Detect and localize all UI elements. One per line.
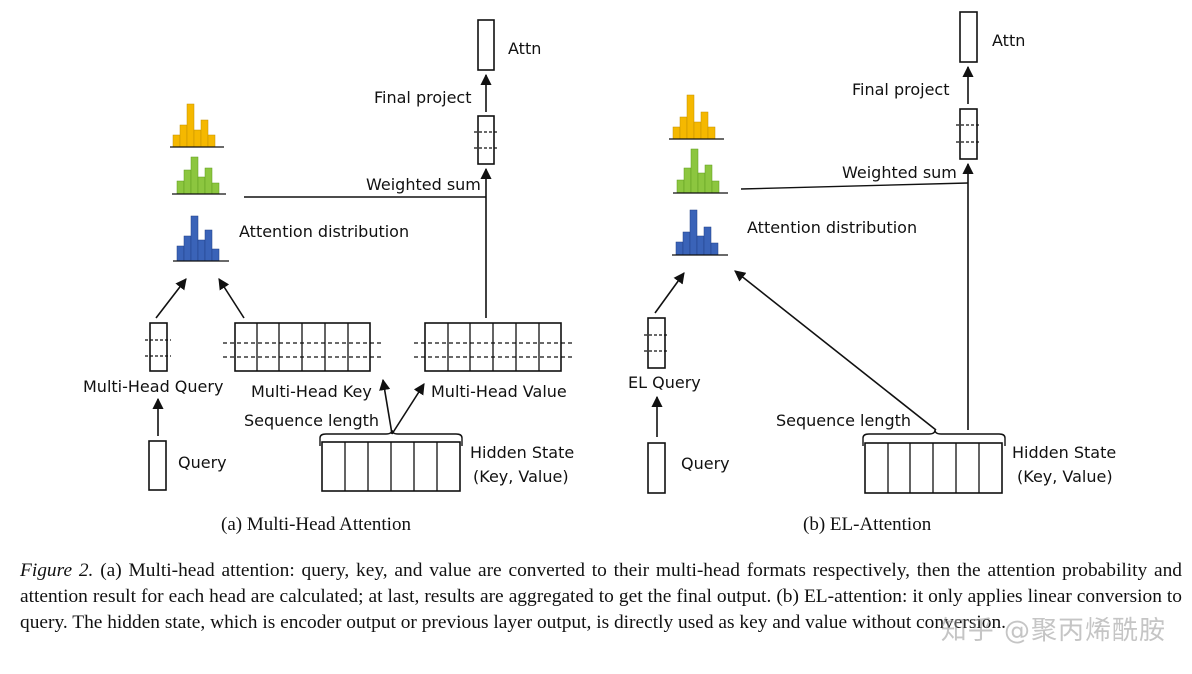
figure-2-diagram: Attn Final project Weighted sum bbox=[83, 11, 1116, 535]
hidden-state-matrix-b bbox=[864, 442, 1003, 494]
head-distribution-green-b bbox=[673, 148, 728, 194]
attn-output-box-a bbox=[477, 19, 495, 71]
query-label-a: Query bbox=[178, 453, 227, 472]
final-project-label-a: Final project bbox=[374, 88, 472, 107]
hidden-state-matrix-a bbox=[321, 441, 461, 492]
figure-caption: Figure 2. (a) Multi-head attention: quer… bbox=[20, 558, 1182, 636]
subcaption-a: (a) Multi-Head Attention bbox=[221, 514, 411, 535]
hidden-state-label-b: Hidden State bbox=[1012, 443, 1116, 462]
hidden-state-label-a: Hidden State bbox=[470, 443, 574, 462]
sequence-length-brace-a bbox=[319, 429, 463, 446]
figure-label: Figure 2. bbox=[20, 560, 94, 581]
arrow-hidden-to-value-a bbox=[391, 383, 425, 435]
weighted-sum-label-a: Weighted sum bbox=[366, 175, 481, 194]
attention-distribution-label-a: Attention distribution bbox=[239, 222, 409, 241]
el-query-label-b: EL Query bbox=[628, 373, 701, 392]
sequence-length-label-a: Sequence length bbox=[244, 411, 379, 430]
hidden-state-kv-label-b: (Key, Value) bbox=[1017, 467, 1113, 486]
final-project-box-b bbox=[956, 108, 981, 160]
attn-label-a: Attn bbox=[508, 39, 541, 58]
multi-head-value-matrix-a bbox=[414, 322, 573, 372]
query-label-b: Query bbox=[681, 454, 730, 473]
el-query-box-b bbox=[644, 317, 669, 369]
arrow-key-to-dist-a bbox=[218, 278, 245, 319]
panel-b-el-attention: Attn Final project Weighted sum bbox=[628, 11, 1116, 535]
hidden-state-kv-label-a: (Key, Value) bbox=[473, 467, 569, 486]
weighted-sum-label-b: Weighted sum bbox=[842, 163, 957, 182]
multi-head-key-label-a: Multi-Head Key bbox=[251, 382, 372, 401]
query-box-b bbox=[647, 442, 666, 494]
arrow-hidden-to-key-a bbox=[379, 378, 393, 435]
sequence-length-label-b: Sequence length bbox=[776, 411, 911, 430]
attn-output-box-b bbox=[959, 11, 978, 63]
arrow-elquery-to-dist-b bbox=[654, 272, 685, 314]
arrow-query-to-dist-a bbox=[155, 278, 187, 319]
head-distribution-blue-a bbox=[173, 215, 229, 262]
multi-head-value-label-a: Multi-Head Value bbox=[431, 382, 567, 401]
head-distribution-yellow-b bbox=[669, 94, 724, 140]
final-project-label-b: Final project bbox=[852, 80, 950, 99]
arrow-hidden-to-dist-b bbox=[734, 270, 937, 431]
multi-head-key-matrix-a bbox=[223, 322, 382, 372]
multi-head-query-label-a: Multi-Head Query bbox=[83, 377, 223, 396]
panel-a-multi-head-attention: Attn Final project Weighted sum bbox=[83, 19, 574, 535]
final-project-box-a bbox=[474, 115, 498, 165]
query-box-a bbox=[148, 440, 167, 491]
head-distribution-green-a bbox=[172, 156, 226, 195]
multi-head-query-box-a bbox=[145, 322, 171, 372]
head-distribution-yellow-a bbox=[170, 103, 224, 148]
subcaption-b: (b) EL-Attention bbox=[803, 514, 932, 535]
sequence-length-brace-b bbox=[862, 429, 1006, 446]
attention-distribution-label-b: Attention distribution bbox=[747, 218, 917, 237]
attn-label-b: Attn bbox=[992, 31, 1025, 50]
figure-caption-text: (a) Multi-head attention: query, key, an… bbox=[20, 560, 1182, 633]
weighted-sum-line-b bbox=[740, 182, 969, 190]
head-distribution-blue-b bbox=[672, 209, 728, 256]
